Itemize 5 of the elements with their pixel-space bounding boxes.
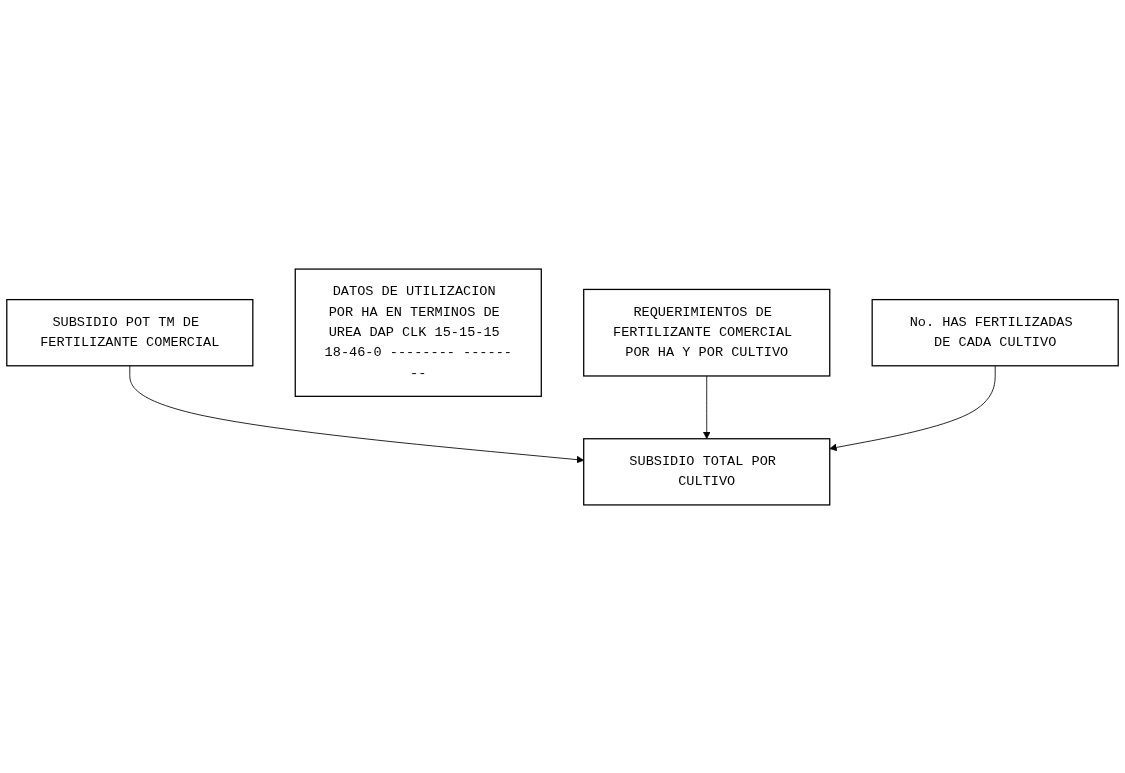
node-box: DATOS DE UTILIZACION POR HA EN TERMINOS DE UREA DAP CLK 15-15-15 18-46-0 -------- -------- [294,267,542,397]
node-box: SUBSIDIO TOTAL POR CULTIVO [583,437,831,506]
node-box: No. HAS FERTILIZADAS DE CADA CULTIVO [871,298,1119,366]
node-box: REQUERIMIENTOS DE FERTILIZANTE COMERCIAL POR HA Y POR CULTIVO [583,288,831,377]
node-box: SUBSIDIO POT TM DE FERTILIZANTE COMERCIAL [6,298,254,366]
